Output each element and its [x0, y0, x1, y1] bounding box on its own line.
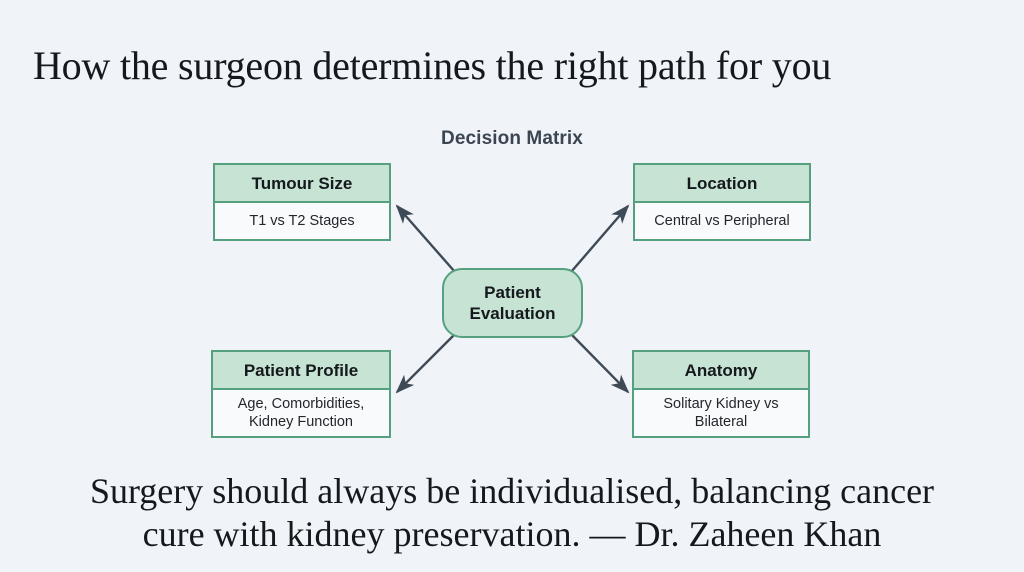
arrow-center-to-anatomy	[570, 333, 630, 394]
matrix-card-detail: Solitary Kidney vs Bilateral	[634, 390, 808, 436]
center-node-label-line-2: Evaluation	[469, 304, 556, 323]
diagram-heading: Decision Matrix	[441, 128, 583, 149]
matrix-card-detail: Central vs Peripheral	[635, 203, 809, 239]
matrix-card-detail-line-2: Bilateral	[694, 414, 748, 430]
matrix-card-title: Location	[635, 165, 809, 203]
arrow-layer	[395, 204, 630, 394]
matrix-card-title: Patient Profile	[213, 352, 389, 390]
matrix-card-tumour-size: Tumour Size T1 vs T2 Stages	[213, 163, 391, 241]
slide-caption: Surgery should always be individualised,…	[0, 470, 1024, 556]
matrix-card-detail-line-1: Central vs Peripheral	[654, 213, 790, 229]
page-title: How the surgeon determines the right pat…	[33, 43, 832, 88]
matrix-card-title: Tumour Size	[215, 165, 389, 203]
caption-line-1: Surgery should always be individualised,…	[89, 471, 935, 511]
center-node-patient-evaluation: Patient Evaluation	[442, 268, 583, 338]
matrix-card-patient-profile: Patient Profile Age, Comorbidities, Kidn…	[211, 350, 391, 438]
center-node-label: Patient Evaluation	[470, 282, 556, 324]
arrow-center-to-location	[570, 204, 630, 273]
matrix-card-detail-line-2: Kidney Function	[249, 414, 353, 430]
matrix-card-detail-line-1: T1 vs T2 Stages	[249, 213, 355, 229]
matrix-card-detail-line-1: Solitary Kidney vs	[663, 396, 779, 412]
matrix-card-detail-text: Age, Comorbidities, Kidney Function	[238, 395, 365, 431]
matrix-card-detail-line-1: Age, Comorbidities,	[237, 396, 365, 412]
matrix-card-detail: T1 vs T2 Stages	[215, 203, 389, 239]
center-node-label-line-1: Patient	[484, 283, 541, 302]
matrix-card-detail: Age, Comorbidities, Kidney Function	[213, 390, 389, 436]
matrix-card-detail-text: Solitary Kidney vs Bilateral	[663, 395, 778, 431]
arrow-center-to-tumour-size	[395, 204, 456, 273]
matrix-card-anatomy: Anatomy Solitary Kidney vs Bilateral	[632, 350, 810, 438]
matrix-card-title: Anatomy	[634, 352, 808, 390]
caption-line-2: cure with kidney preservation. — Dr. Zah…	[142, 514, 882, 554]
arrow-center-to-patient-profile	[395, 333, 456, 394]
decision-matrix-diagram: Decision Matrix Tumour Size T1 vs T2 Sta…	[211, 128, 811, 438]
matrix-card-location: Location Central vs Peripheral	[633, 163, 811, 241]
